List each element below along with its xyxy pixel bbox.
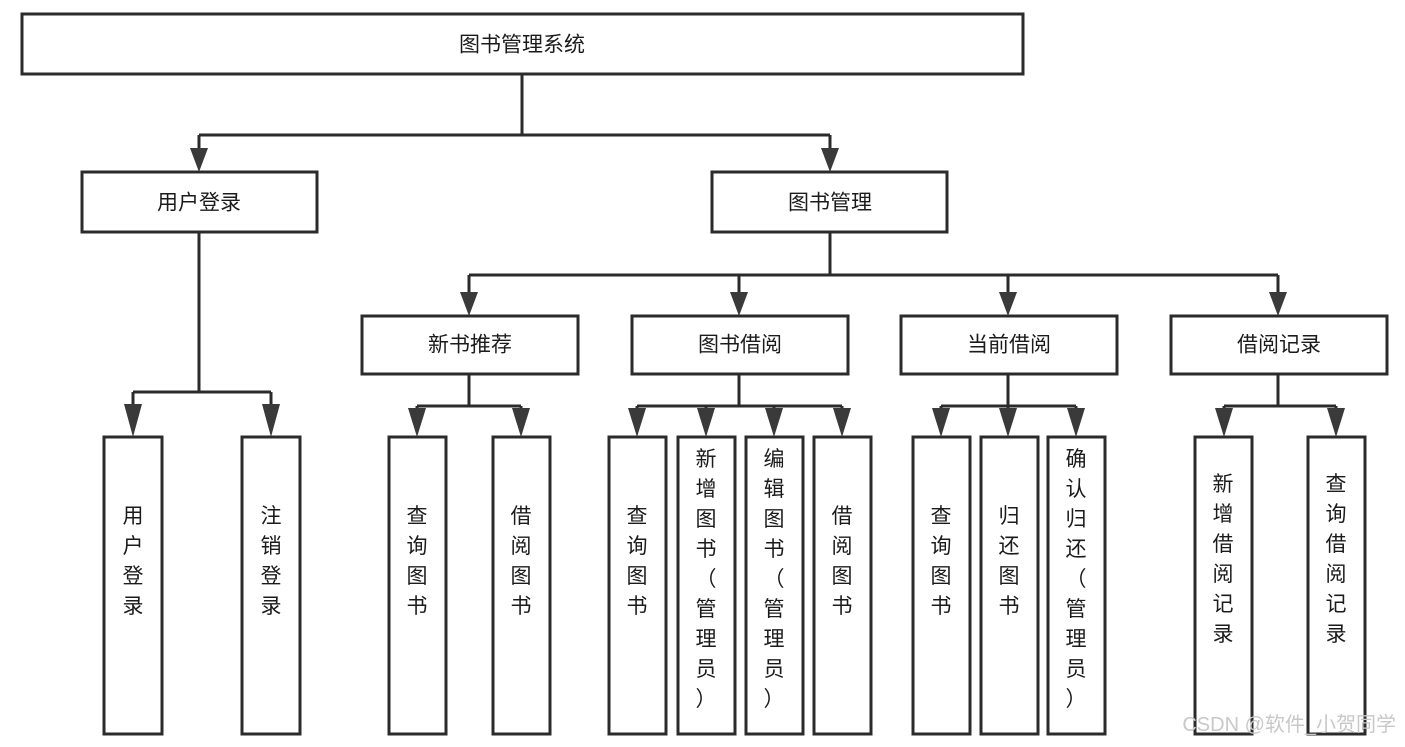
node-book-management[interactable]: 图书管理 — [710, 170, 949, 234]
node-user-login[interactable]: 用户登录 — [80, 170, 319, 234]
arrow-head-leaf-logout-login — [262, 404, 280, 437]
leaf-query-book-1-box[interactable] — [387, 435, 448, 736]
arrow-head-user-login — [190, 148, 208, 172]
arrow-head-leaf-add-borrow-record — [1215, 408, 1233, 437]
leaf-user-login-box[interactable] — [102, 435, 164, 736]
leaf-edit-book-box[interactable] — [744, 435, 805, 736]
node-book-management-label: 图书管理 — [788, 192, 872, 215]
node-root-label: 图书管理系统 — [459, 34, 585, 57]
node-user-login-label: 用户登录 — [157, 192, 241, 215]
leaf-query-book-2-label: 查询图书 — [627, 505, 648, 618]
leaf-return-book-label: 归还图书 — [999, 505, 1020, 618]
node-user-login-box[interactable] — [80, 170, 319, 234]
leaf-add-borrow-record-box[interactable] — [1193, 435, 1254, 736]
watermark-label: CSDN @软件_小贺同学 — [1182, 713, 1396, 736]
leaf-borrow-book-2[interactable]: 借阅图书 — [812, 435, 873, 736]
node-current-borrow-box[interactable] — [899, 314, 1119, 376]
leaf-query-book-3-box[interactable] — [911, 435, 972, 736]
leaf-logout-login-box[interactable] — [240, 435, 302, 736]
leaf-user-login-label: 用户登录 — [123, 505, 144, 618]
arrow-head-leaf-borrow-book-1 — [512, 408, 530, 437]
leaf-query-book-3[interactable]: 查询图书 — [911, 435, 972, 736]
leaf-borrow-book-1-box[interactable] — [491, 435, 552, 736]
leaf-add-book-box[interactable] — [676, 435, 737, 736]
leaf-query-book-1[interactable]: 查询图书 — [387, 435, 448, 736]
leaf-add-borrow-record-label: 新增借阅记录 — [1213, 473, 1234, 646]
leaf-logout-login[interactable]: 注销登录 — [240, 435, 302, 736]
arrow-head-leaf-query-book-2 — [628, 408, 646, 437]
node-root-box[interactable] — [20, 12, 1025, 76]
leaf-confirm-return-label: 确认归还（管理员） — [1066, 448, 1087, 711]
leaf-add-borrow-record[interactable]: 新增借阅记录 — [1193, 435, 1254, 736]
arrow-head-current-borrow — [999, 292, 1017, 316]
node-book-borrow[interactable]: 图书借阅 — [630, 314, 850, 376]
arrow-head-borrow-record — [1269, 292, 1287, 316]
leaf-borrow-book-2-box[interactable] — [812, 435, 873, 736]
arrow-head-leaf-user-login — [124, 404, 142, 437]
leaf-return-book-box[interactable] — [979, 435, 1040, 736]
leaf-query-book-3-label: 查询图书 — [931, 505, 952, 618]
node-current-borrow-label: 当前借阅 — [967, 334, 1051, 357]
arrow-head-leaf-query-book-3 — [932, 408, 950, 437]
leaf-add-book[interactable]: 新增图书（管理员） — [676, 435, 737, 736]
leaf-borrow-book-1[interactable]: 借阅图书 — [491, 435, 552, 736]
node-borrow-record-box[interactable] — [1169, 314, 1389, 376]
leaf-confirm-return[interactable]: 确认归还（管理员） — [1046, 435, 1107, 736]
leaf-borrow-book-2-label: 借阅图书 — [832, 505, 853, 618]
node-borrow-record[interactable]: 借阅记录 — [1169, 314, 1389, 376]
arrow-head-book-management — [821, 148, 839, 172]
node-current-borrow[interactable]: 当前借阅 — [899, 314, 1119, 376]
node-book-management-box[interactable] — [710, 170, 949, 234]
node-new-book-recommend[interactable]: 新书推荐 — [360, 314, 580, 376]
leaf-query-borrow-record-box[interactable] — [1306, 435, 1367, 736]
arrow-head-leaf-borrow-book-2 — [833, 408, 851, 437]
leaf-query-book-2[interactable]: 查询图书 — [607, 435, 668, 736]
node-new-book-recommend-box[interactable] — [360, 314, 580, 376]
leaf-edit-book-label: 编辑图书（管理员） — [764, 448, 785, 711]
leaf-query-borrow-record-label: 查询借阅记录 — [1326, 473, 1347, 646]
node-book-borrow-box[interactable] — [630, 314, 850, 376]
node-borrow-record-label: 借阅记录 — [1237, 334, 1321, 357]
leaf-edit-book[interactable]: 编辑图书（管理员） — [744, 435, 805, 736]
arrow-head-book-borrow — [730, 292, 748, 316]
leaf-logout-login-label: 注销登录 — [261, 505, 282, 618]
arrow-head-leaf-query-borrow-record — [1327, 408, 1345, 437]
node-root[interactable]: 图书管理系统 — [20, 12, 1025, 76]
arrow-head-leaf-add-book — [697, 408, 715, 437]
arrow-head-leaf-return-book — [999, 408, 1017, 437]
arrow-head-leaf-confirm-return — [1067, 408, 1085, 437]
connector-group — [124, 74, 1345, 437]
node-new-book-recommend-label: 新书推荐 — [428, 334, 512, 357]
leaf-add-book-label: 新增图书（管理员） — [696, 448, 717, 711]
leaf-query-book-2-box[interactable] — [607, 435, 668, 736]
arrow-head-new-book-recommend — [460, 292, 478, 316]
leaf-query-book-1-label: 查询图书 — [407, 505, 428, 618]
leaf-user-login[interactable]: 用户登录 — [102, 435, 164, 736]
leaf-query-borrow-record[interactable]: 查询借阅记录 — [1306, 435, 1367, 736]
node-book-borrow-label: 图书借阅 — [698, 334, 782, 357]
leaf-borrow-book-1-label: 借阅图书 — [511, 505, 532, 618]
arrow-head-leaf-edit-book — [765, 408, 783, 437]
leaf-return-book[interactable]: 归还图书 — [979, 435, 1040, 736]
leaf-confirm-return-box[interactable] — [1046, 435, 1107, 736]
arrow-head-leaf-query-book-1 — [408, 408, 426, 437]
